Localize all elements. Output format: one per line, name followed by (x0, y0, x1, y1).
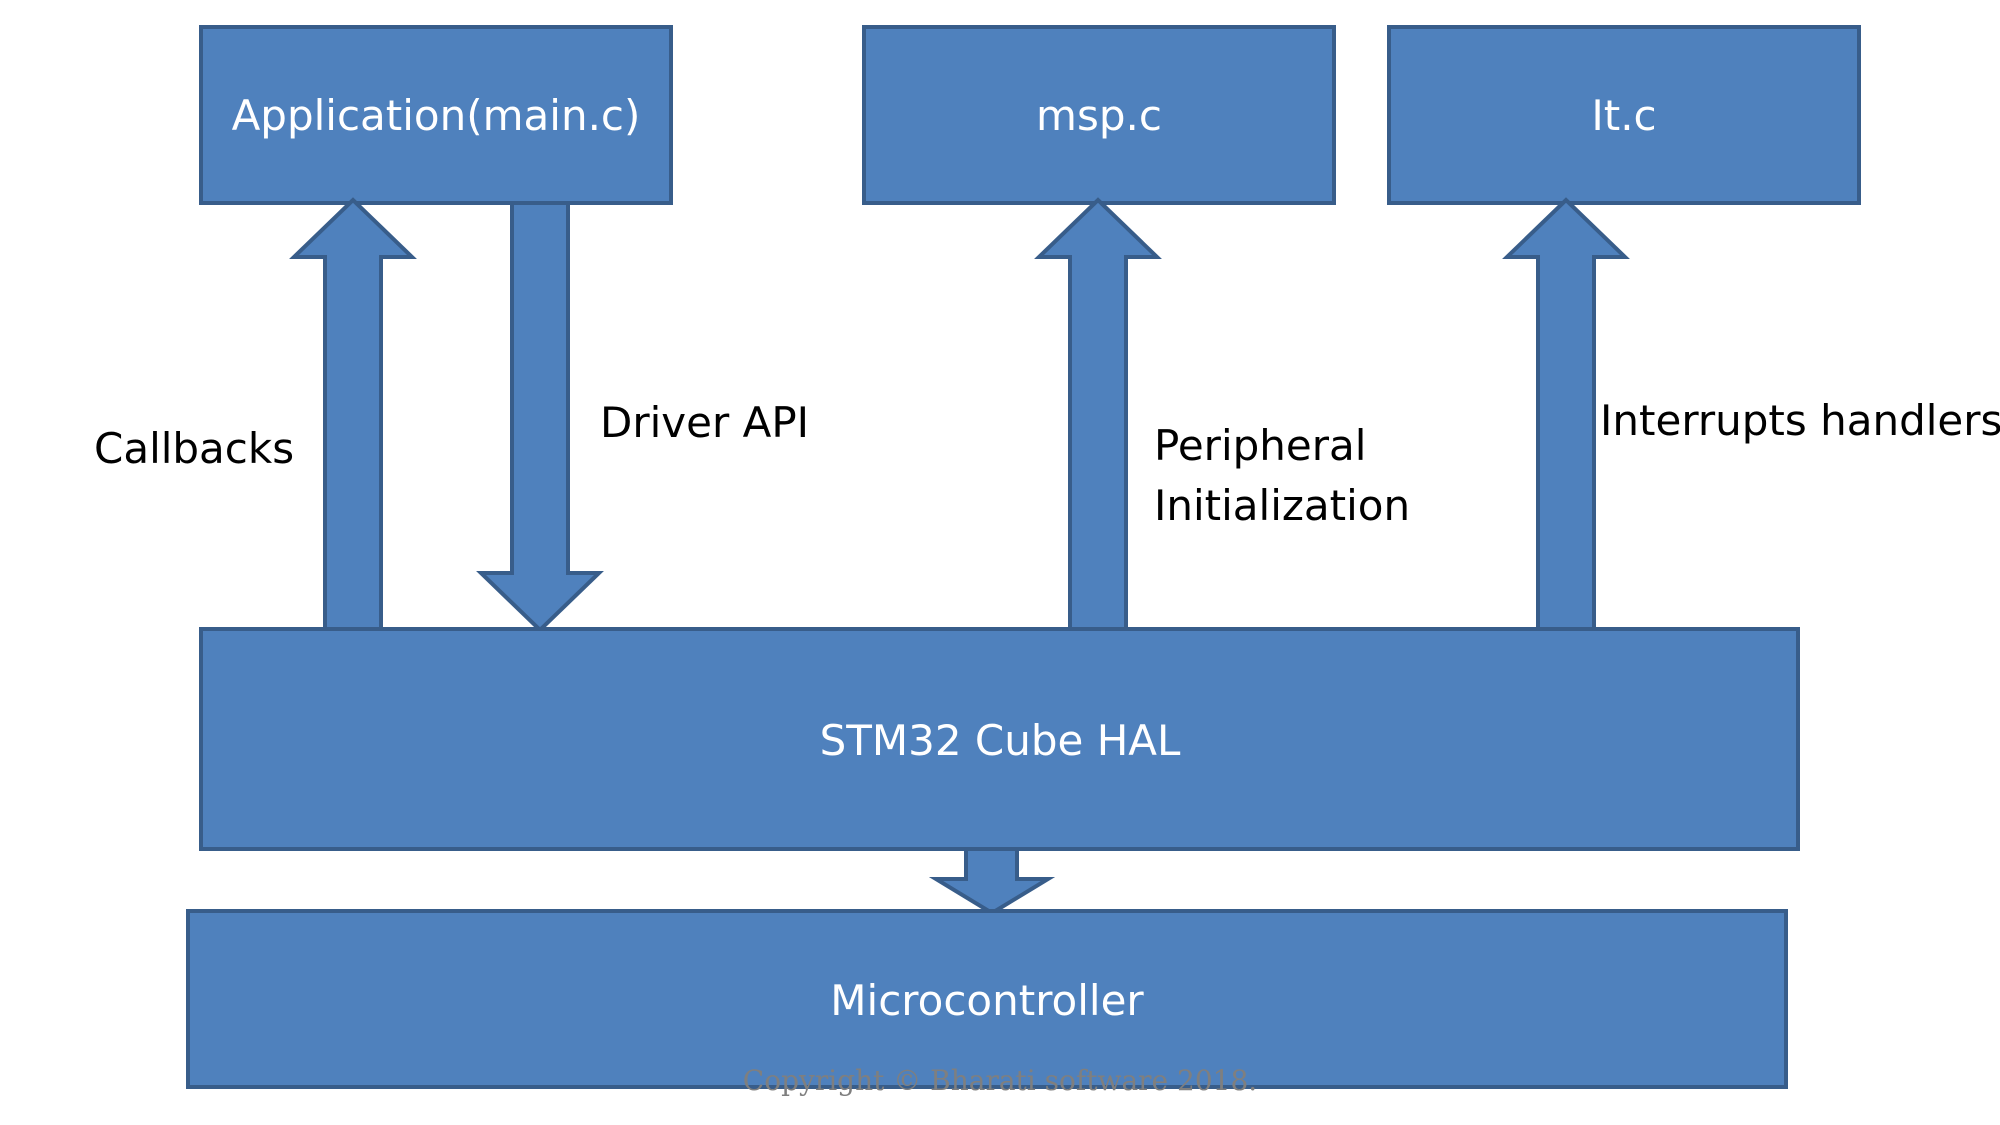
interrupts-label: Interrupts handlers (1600, 396, 2000, 445)
it-box: It.c (1387, 25, 1861, 205)
copyright-text: Copyright © Bharati software 2018. (743, 1064, 1257, 1097)
hal-to-mcu-down-arrow (928, 847, 1056, 916)
callbacks-label: Callbacks (94, 424, 294, 473)
it-box-label: It.c (1591, 91, 1656, 140)
msp-box-label: msp.c (1036, 91, 1162, 140)
application-box: Application(main.c) (199, 25, 673, 205)
msp-box: msp.c (862, 25, 1336, 205)
peripheral-label-line1: Peripheral (1154, 421, 1366, 470)
microcontroller-box: Microcontroller (186, 909, 1788, 1089)
application-box-label: Application(main.c) (232, 91, 641, 140)
hal-box: STM32 Cube HAL (199, 627, 1800, 851)
peripheral-label-line2: Initialization (1154, 481, 1410, 530)
driver-api-label: Driver API (600, 398, 809, 447)
interrupts-up-arrow (1502, 197, 1630, 631)
peripheral-init-up-arrow (1034, 197, 1162, 631)
hal-box-label: STM32 Cube HAL (820, 716, 1181, 765)
driver-api-down-arrow (476, 201, 604, 633)
callbacks-up-arrow (289, 197, 417, 631)
microcontroller-box-label: Microcontroller (830, 976, 1144, 1025)
